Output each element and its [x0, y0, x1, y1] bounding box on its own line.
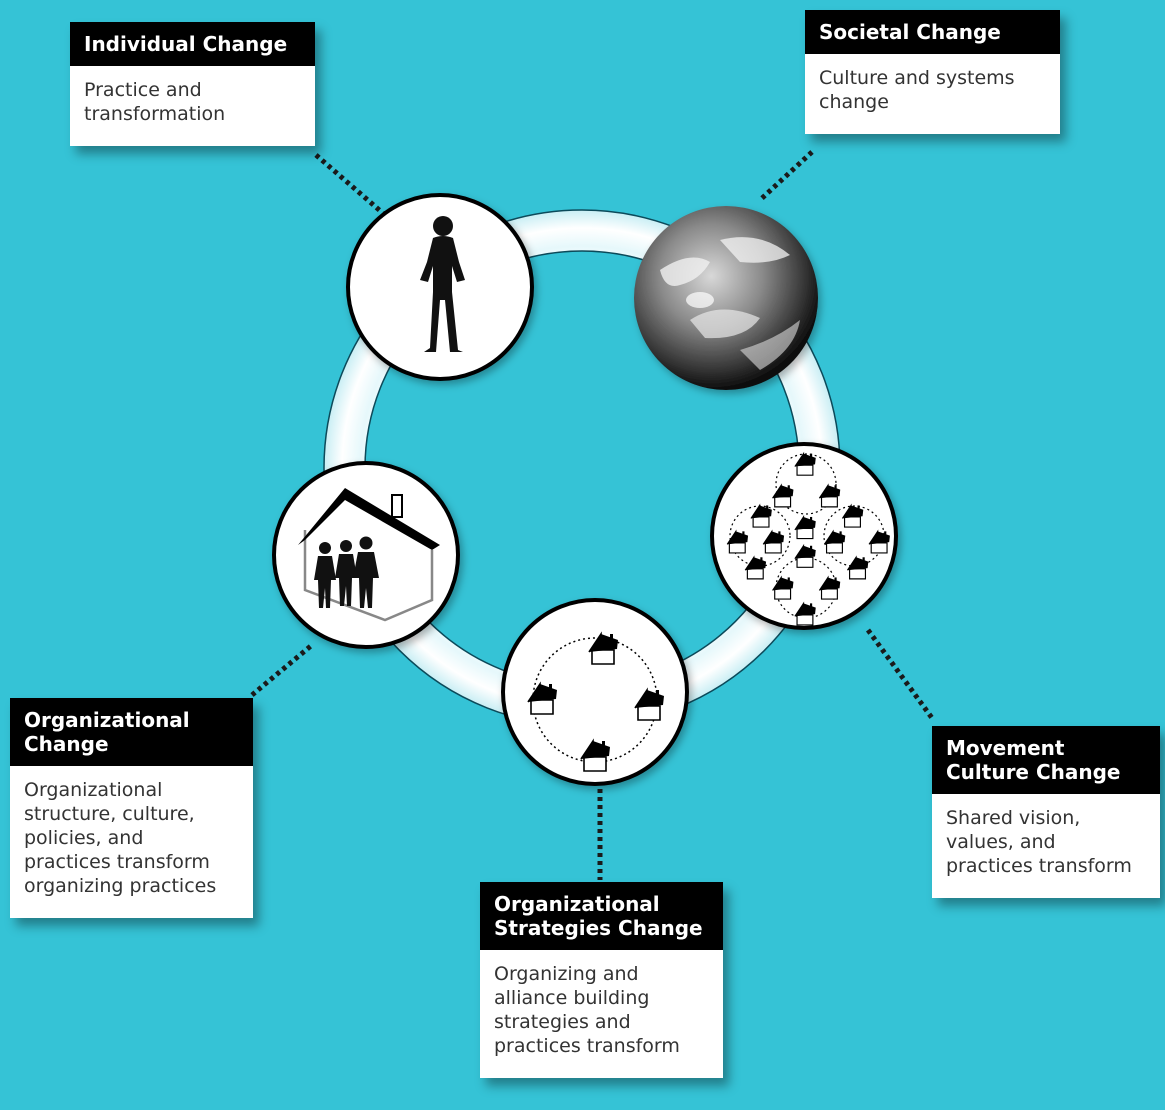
- connector-organizational: [250, 643, 314, 697]
- organizational-strategies-change-title: Organizational Strategies Change: [480, 882, 723, 950]
- person-silhouette-icon: [420, 216, 465, 352]
- individual-change-description: Practice and transformation: [84, 79, 226, 125]
- organizational-change-description: Organizational structure, culture, polic…: [24, 779, 217, 897]
- connector-movement: [865, 628, 935, 720]
- house-with-people-icon: [298, 488, 440, 622]
- connector-societal: [758, 150, 814, 202]
- earth-globe-icon: [660, 237, 800, 370]
- organizational-strategies-change-description: Organizing and alliance building strateg…: [494, 963, 680, 1057]
- connector-individual: [314, 153, 387, 217]
- organizational-change-card: Organizational Change Organizational str…: [10, 698, 253, 918]
- societal-node: [634, 206, 818, 390]
- individual-change-card: Individual Change Practice and transform…: [70, 22, 315, 146]
- movement-culture-change-title: Movement Culture Change: [932, 726, 1160, 794]
- houses-network-icon: [726, 453, 891, 626]
- societal-change-title: Societal Change: [805, 10, 1060, 54]
- societal-change-card: Societal Change Culture and systems chan…: [805, 10, 1060, 134]
- individual-change-title: Individual Change: [70, 22, 315, 66]
- strategies-node: [501, 598, 689, 786]
- houses-circle-icon: [527, 633, 665, 772]
- societal-change-description: Culture and systems change: [819, 67, 1015, 113]
- organizational-strategies-change-card: Organizational Strategies Change Organiz…: [480, 882, 723, 1078]
- organizational-change-title: Organizational Change: [10, 698, 253, 766]
- movement-culture-change-description: Shared vision, values, and practices tra…: [946, 807, 1132, 877]
- movement-culture-change-card: Movement Culture Change Shared vision, v…: [932, 726, 1160, 898]
